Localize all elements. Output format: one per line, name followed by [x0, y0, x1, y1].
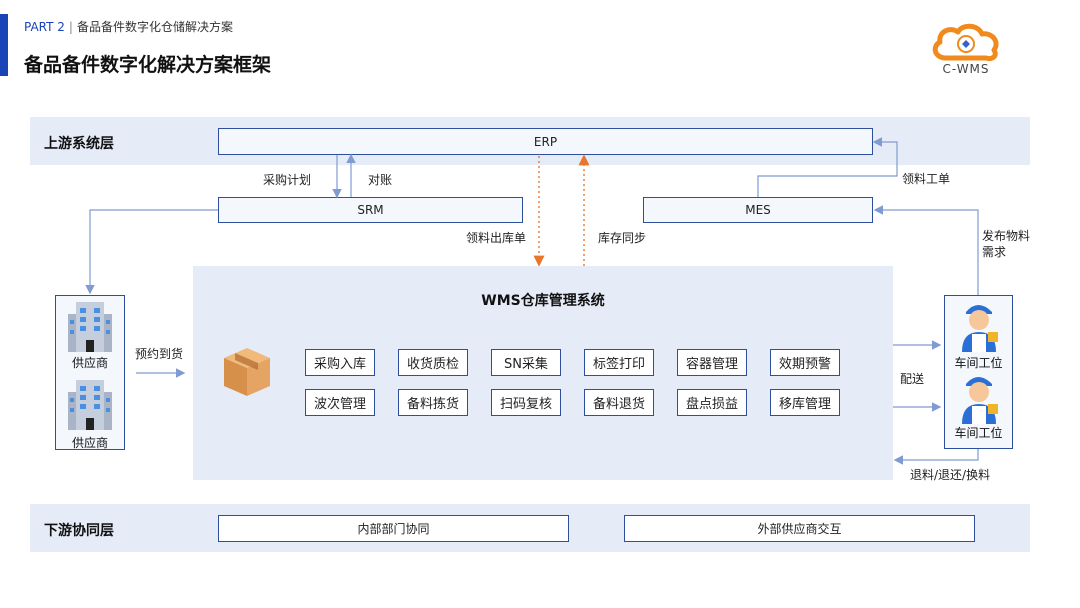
reserve-arrival-label: 预约到货	[135, 347, 184, 361]
module-transfer: 移库管理	[770, 389, 840, 416]
station-bottom-label: 车间工位	[954, 426, 1003, 440]
accent-bar	[0, 14, 8, 76]
distribution-label: 配送	[900, 372, 925, 386]
publish-demand-label: 发布物料需求	[982, 229, 1031, 259]
brand-logo: C-WMS	[928, 22, 1004, 80]
section-heading: PART 2|备品备件数字化仓储解决方案	[24, 18, 233, 35]
module-label-printing: 标签打印	[584, 349, 654, 376]
work-order-label: 领料工单	[902, 172, 951, 186]
page-title: 备品备件数字化解决方案框架	[24, 54, 272, 76]
part-subtitle: 备品备件数字化仓储解决方案	[76, 20, 233, 34]
part-separator: |	[68, 20, 73, 34]
module-wave-mgmt: 波次管理	[305, 389, 375, 416]
srm-supplier-arrow	[85, 209, 218, 295]
external-supplier-box: 外部供应商交互	[624, 515, 975, 542]
module-stocktake: 盘点损益	[677, 389, 747, 416]
srm-box: SRM	[218, 197, 523, 223]
package-box-icon	[224, 348, 270, 396]
supplier-top-label: 供应商	[71, 356, 108, 370]
part-label: PART 2	[24, 20, 65, 34]
picking-outbound-label: 领料出库单	[466, 231, 527, 245]
module-container-mgmt: 容器管理	[677, 349, 747, 376]
building-icon	[68, 302, 112, 352]
internal-collab-box: 内部部门协同	[218, 515, 569, 542]
logo-text: C-WMS	[942, 62, 990, 76]
cloud-logo-icon	[932, 23, 999, 61]
downstream-label: 下游协同层	[44, 523, 114, 539]
module-return-goods: 备料退货	[584, 389, 654, 416]
module-sn-collection: SN采集	[491, 349, 561, 376]
return-arrow	[893, 448, 979, 465]
building-icon	[68, 380, 112, 430]
erp-box: ERP	[218, 128, 873, 155]
supplier-bottom-label: 供应商	[71, 436, 108, 450]
worker-icon	[962, 377, 998, 424]
work-order-arrow	[757, 137, 898, 197]
demand-arrow	[873, 205, 979, 295]
module-purchase-inbound: 采购入库	[305, 349, 375, 376]
wms-title: WMS仓库管理系统	[481, 293, 605, 309]
reconcile-label: 对账	[368, 173, 393, 187]
module-receiving-qc: 收货质检	[398, 349, 468, 376]
module-picking: 备料拣货	[398, 389, 468, 416]
inventory-sync-label: 库存同步	[598, 231, 647, 245]
worker-icon	[962, 305, 998, 352]
return-exchange-label: 退料/退还/换料	[910, 468, 991, 482]
mes-box: MES	[643, 197, 873, 223]
module-scan-review: 扫码复核	[491, 389, 561, 416]
upstream-label: 上游系统层	[44, 136, 114, 152]
station-top-label: 车间工位	[954, 356, 1003, 370]
purchase-plan-label: 采购计划	[263, 173, 312, 187]
module-expiry-alert: 效期预警	[770, 349, 840, 376]
